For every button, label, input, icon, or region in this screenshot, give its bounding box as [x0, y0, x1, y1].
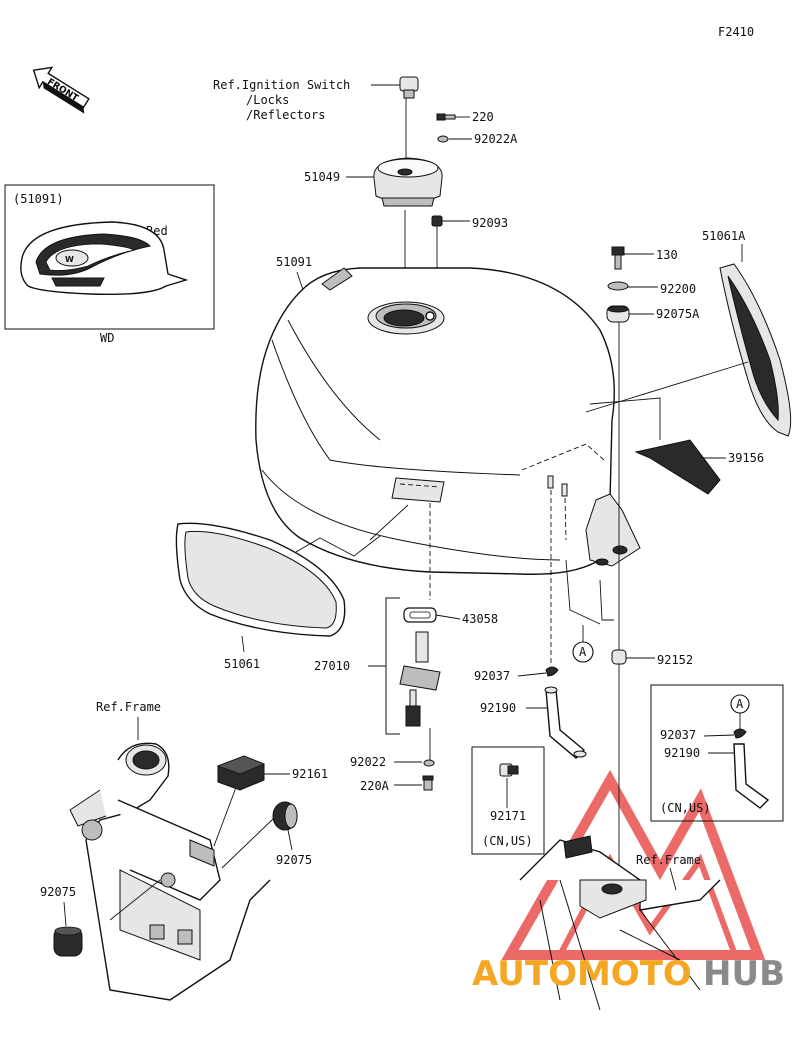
grommet-92093-icon: [431, 215, 443, 227]
box-cnus-hose-icon: [733, 743, 770, 809]
damper-92075-left-icon: [53, 926, 83, 957]
clamp-92037-icon: [545, 666, 559, 677]
bolt-130-icon: [611, 246, 625, 270]
ignition-cylinder-icon: [399, 76, 419, 99]
box-cnus: A 92037 92190 (CN,US): [650, 684, 784, 822]
bolt-220a-icon: [422, 775, 434, 791]
damper-92152-icon: [611, 649, 627, 665]
part-51061a: 51061A: [702, 229, 746, 243]
part-51061: 51061: [224, 657, 260, 671]
clip-92171-icon: [499, 763, 519, 777]
figure-code: F2410: [718, 25, 754, 39]
watermark-text: AUTOMOTO HUB: [472, 954, 785, 994]
part-92075-left: 92075: [40, 885, 76, 899]
box-92171: 92171 (CN,US): [471, 746, 545, 855]
part-92037: 92037: [474, 669, 510, 683]
watermark-part1: AUTOMOTO: [472, 954, 692, 994]
gasket-43058-icon: [403, 607, 437, 623]
inset-code: (51091): [13, 192, 64, 206]
fuel-tank-51091-icon: [255, 267, 661, 625]
box-cnus-marker-label: A: [736, 697, 744, 711]
emblem-51061a-icon: [719, 263, 792, 437]
bolt-220-icon: [436, 113, 456, 121]
box-cnus-hose-code: 92190: [664, 746, 700, 760]
part-43058: 43058: [462, 612, 498, 626]
tank-nipples-icon: [547, 475, 568, 497]
box-cnus-clamp-code: 92037: [660, 728, 696, 742]
front-arrow-icon: FRONT: [32, 66, 90, 114]
part-220a: 220A: [360, 779, 390, 793]
part-51049: 51049: [304, 170, 340, 184]
part-130: 130: [656, 248, 678, 262]
part-92022: 92022: [350, 755, 386, 769]
part-27010: 27010: [314, 659, 350, 673]
part-92075a: 92075A: [656, 307, 700, 321]
fuel-cap-51049-icon: [373, 157, 443, 207]
ref-reflectors: /Reflectors: [246, 108, 325, 122]
part-92161: 92161: [292, 767, 328, 781]
bracket-27010: [368, 597, 400, 735]
part-92190: 92190: [480, 701, 516, 715]
box-cnus-clamp-icon: [733, 728, 747, 739]
ref-frame-left: Ref.Frame: [96, 700, 161, 714]
frame-left-icon: [69, 742, 271, 1001]
box-92171-code: 92171: [490, 809, 526, 823]
inset-wd-box: (51091) Red W WD: [4, 184, 215, 345]
damper-92075a-icon: [606, 305, 630, 323]
fuel-pump-assembly-icon: [399, 631, 441, 727]
washer-92022a-icon: [437, 135, 449, 143]
box-92171-market: (CN,US): [482, 834, 533, 848]
ref-frame-right: Ref.Frame: [636, 853, 701, 867]
svg-text:W: W: [65, 255, 74, 264]
part-92093: 92093: [472, 216, 508, 230]
frame-right-icon: [519, 835, 721, 1011]
damper-92075-right-icon: [272, 801, 298, 831]
inset-variant: WD: [100, 331, 114, 345]
part-92022a: 92022A: [474, 132, 518, 146]
marker-a-label: A: [579, 645, 587, 659]
hose-92190-icon: [544, 686, 587, 759]
part-92200: 92200: [660, 282, 696, 296]
part-92152: 92152: [657, 653, 693, 667]
ref-locks: /Locks: [246, 93, 289, 107]
watermark-part2: HUB: [703, 954, 785, 994]
pad-39156-icon: [634, 439, 721, 495]
washer-92022-icon: [423, 759, 435, 767]
emblem-51061-icon: [175, 522, 346, 637]
part-220: 220: [472, 110, 494, 124]
part-92075-right: 92075: [276, 853, 312, 867]
washer-92200-icon: [607, 281, 629, 291]
part-39156: 39156: [728, 451, 764, 465]
pad-92161-icon: [216, 755, 266, 791]
box-cnus-market: (CN,US): [660, 801, 711, 815]
part-51091: 51091: [276, 255, 312, 269]
ref-ignition-switch: Ref.Ignition Switch: [213, 78, 350, 92]
pump-plate-icon: [391, 477, 445, 503]
